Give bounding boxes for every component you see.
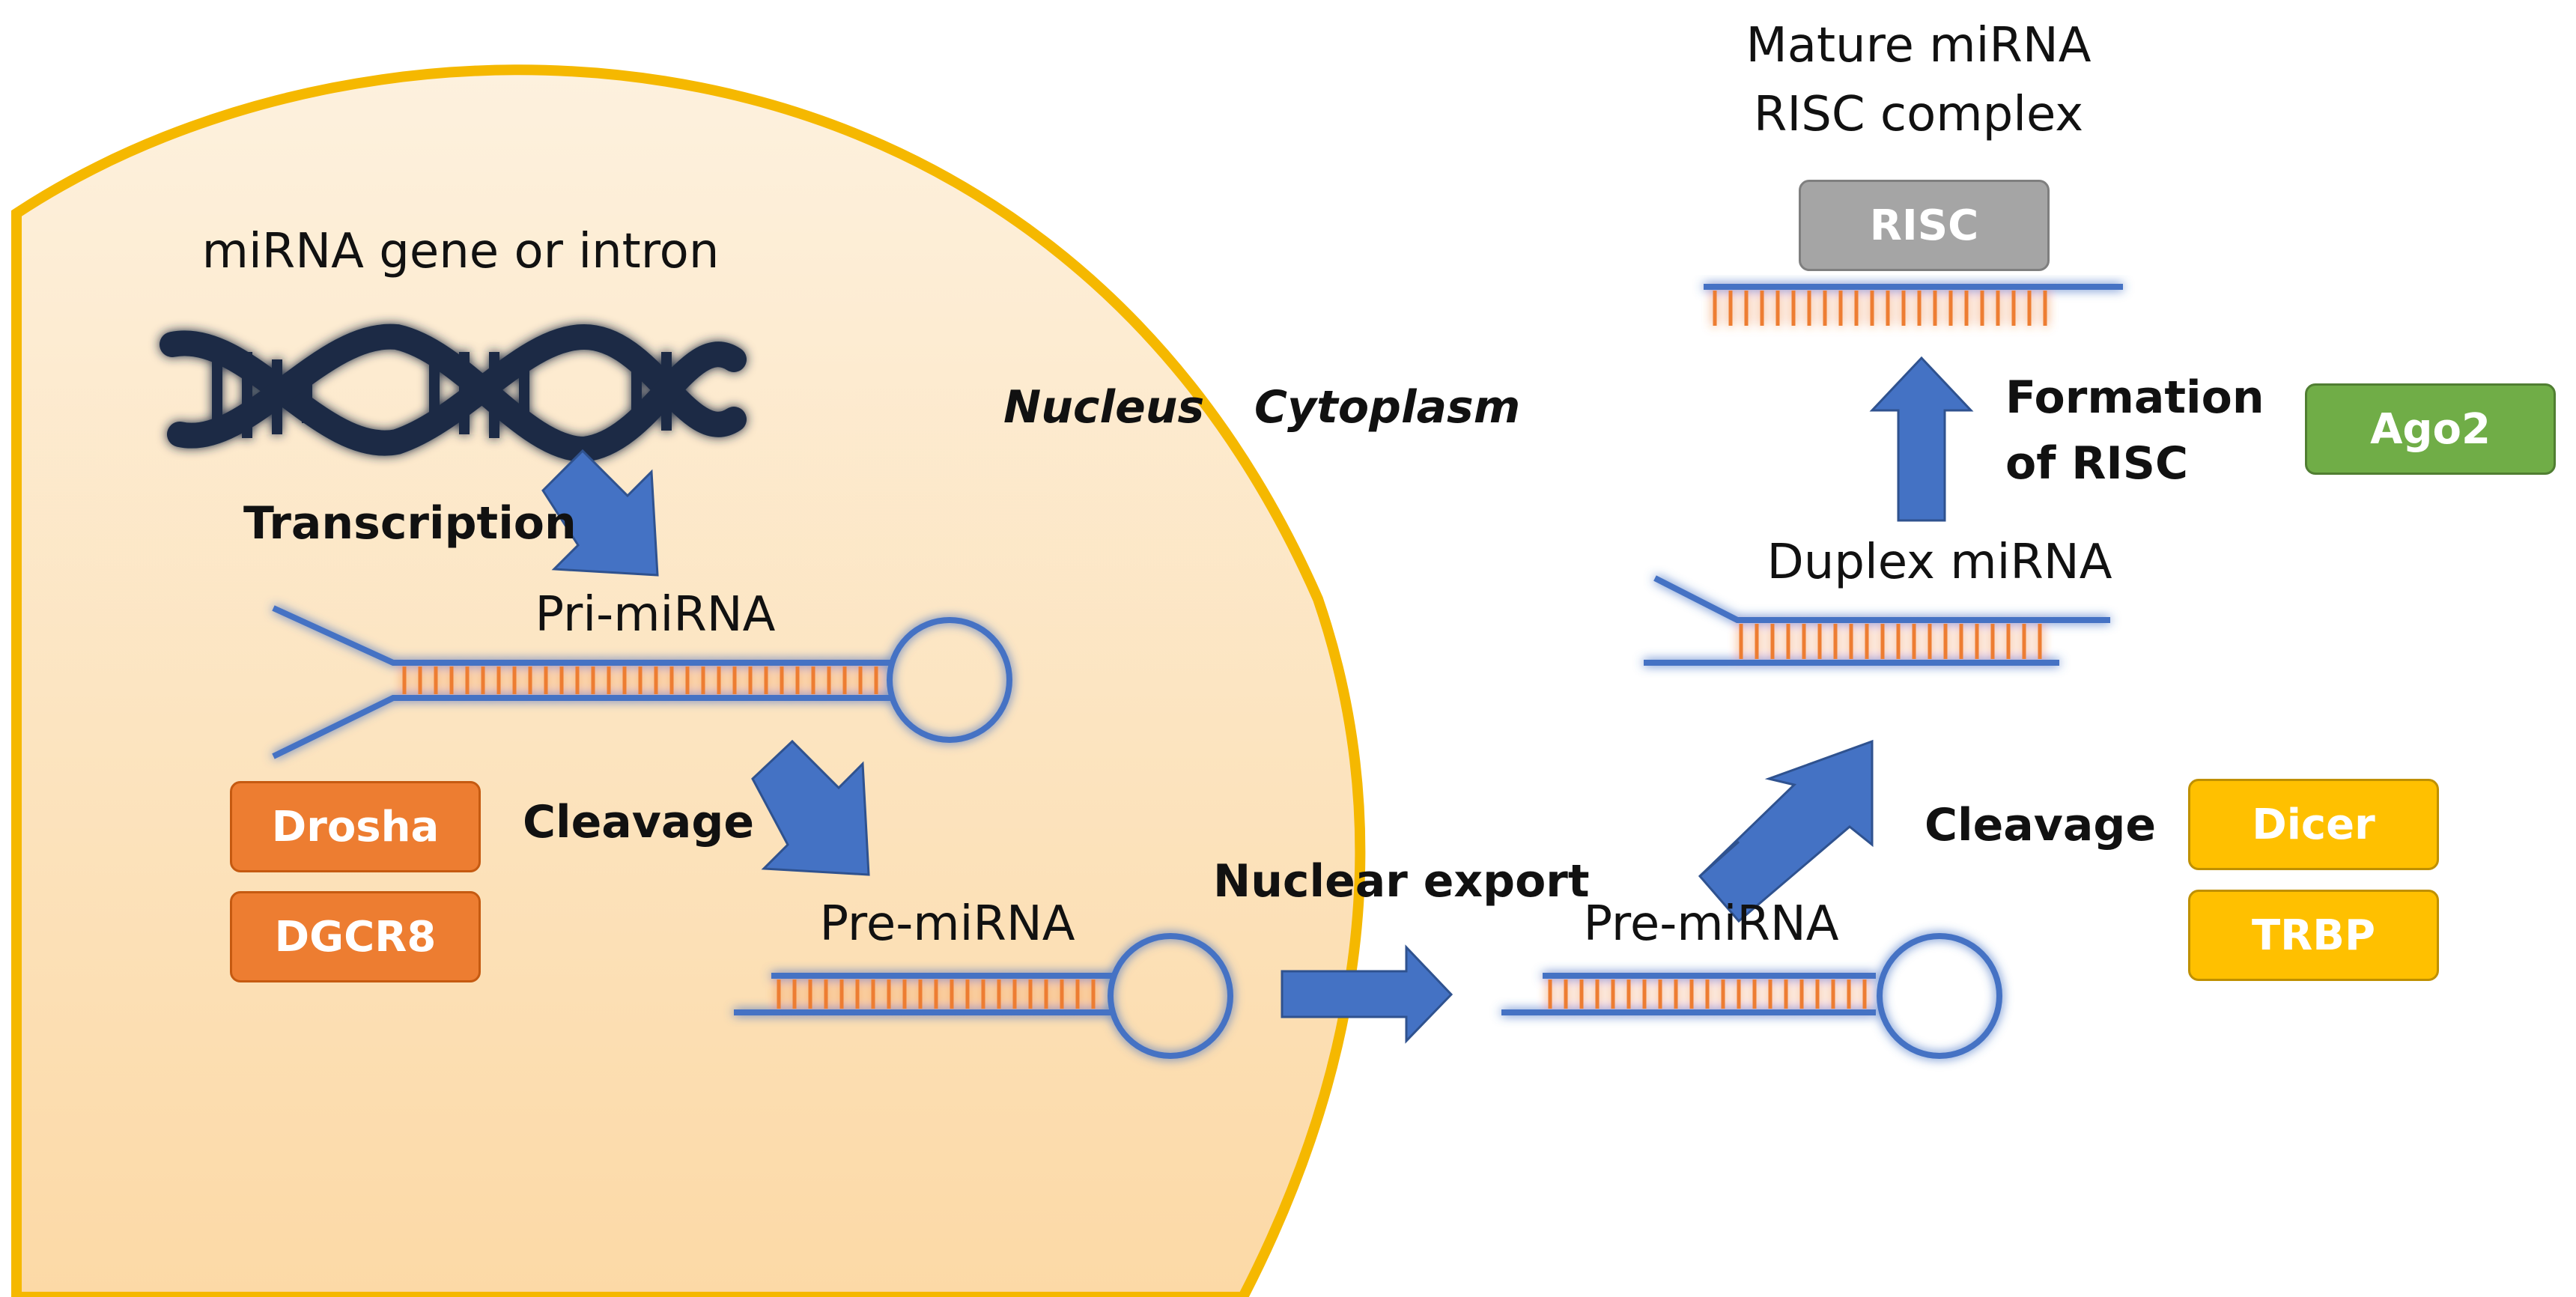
trbp-box: TRBP [2188,890,2439,981]
drosha-cleavage-arrow [751,739,870,876]
pre-mirna-hairpin-cytoplasm [1501,933,2002,1059]
cytoplasm-label: Cytoplasm [1254,381,1521,434]
risc-formation-arrow [1869,356,1974,522]
cytoplasmic-cleavage-label: Cleavage [1925,799,2157,851]
pri-mirna-hairpin [272,605,1012,759]
duplex-mirna-label: Duplex miRNA [1767,535,2112,590]
duplex-mirna [1644,575,2110,666]
pre-mirna-nucleus-label: Pre-miRNA [819,896,1075,952]
formation-label-line2: of RISC [2005,437,2188,490]
pre-mirna-hairpin-nucleus [734,933,1233,1059]
nuclear-export-label: Nuclear export [1213,855,1590,908]
dicer-box: Dicer [2188,779,2439,870]
drosha-box: Drosha [230,781,481,872]
gene-label: miRNA gene or intron [201,224,720,279]
pre-mirna-cytoplasm-label: Pre-miRNA [1583,896,1839,952]
ago2-box: Ago2 [2305,383,2556,475]
formation-label-line1: Formation [2005,371,2264,424]
mature-label-line1: Mature miRNA [1746,18,2092,73]
dna-helix-icon [160,324,747,463]
transcription-arrow [541,449,659,577]
nucleus-label: Nucleus [1003,381,1205,434]
dicer-cleavage-arrow [1698,739,1874,923]
nuclear-cleavage-label: Cleavage [523,796,755,848]
nuclear-export-arrow [1281,944,1453,1044]
pri-mirna-label: Pri-miRNA [535,587,776,643]
risc-box: RISC [1799,180,2050,271]
dgcr8-box: DGCR8 [230,891,481,982]
mature-mirna-strand [1704,284,2123,326]
transcription-label: Transcription [243,497,577,550]
mature-label-line2: RISC complex [1753,87,2084,142]
